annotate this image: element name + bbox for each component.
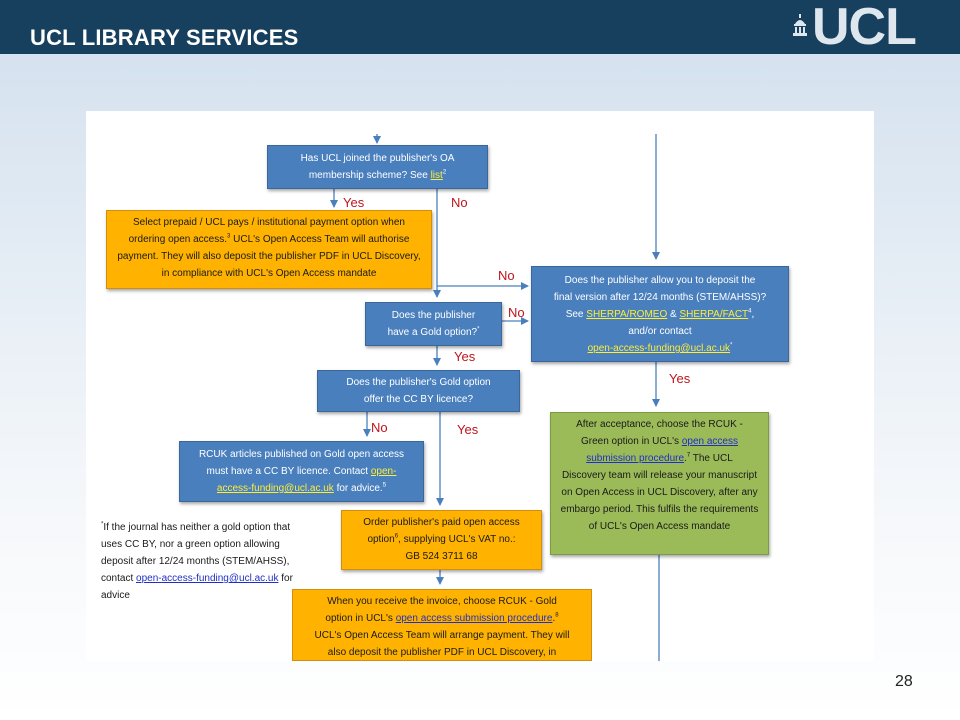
gold-line2: have a Gold option?*	[366, 324, 501, 341]
membership-line2-text: membership scheme? See	[308, 170, 431, 181]
ccby-line1: Does the publisher's Gold option	[346, 377, 491, 388]
prepaid-option-box: Select prepaid / UCL pays / institutiona…	[106, 210, 432, 289]
label-no-deposit-line: No	[498, 268, 515, 283]
deposit-line5: open-access-funding@ucl.ac.uk*	[532, 340, 788, 357]
rcuk-line2: must have a CC BY licence. Contact open-	[180, 463, 423, 480]
gold-option-question-box: Does the publisher have a Gold option?*	[365, 302, 502, 346]
label-yes-membership: Yes	[343, 195, 365, 210]
green-line2-text: Green option in UCL's	[580, 436, 682, 447]
rcuk-note: 5	[382, 482, 387, 489]
footnote-email-link-b[interactable]: access-funding@ucl.ac.uk	[161, 573, 279, 584]
footnote-text: If the journal has neither a gold option…	[101, 522, 291, 584]
rcuk-line3-text: for advice.	[333, 483, 383, 494]
rcuk-ccby-box: RCUK articles published on Gold open acc…	[179, 441, 424, 502]
ucl-logo: UCL	[812, 0, 917, 56]
rcuk-email-link-b[interactable]: access-funding@ucl.ac.uk	[216, 483, 334, 494]
deposit-see: See	[565, 309, 587, 320]
label-no-gold: No	[508, 305, 525, 320]
deposit-line2: final version after 12/24 months (STEM/A…	[553, 292, 767, 303]
invoice-note: 8	[555, 612, 559, 619]
deposit-email-link[interactable]: open-access-funding@ucl.ac.uk	[587, 343, 731, 354]
sherpa-fact-link[interactable]: SHERPA/FACT	[679, 309, 749, 320]
footnote: *If the journal has neither a gold optio…	[101, 519, 301, 604]
footnote-email-link-a[interactable]: open-	[136, 573, 162, 584]
rcuk-line1: RCUK articles published on Gold open acc…	[198, 449, 405, 460]
deposit-line4: and/or contact	[628, 326, 692, 337]
order-line1: Order publisher's paid open access	[363, 517, 520, 528]
gold-line2-text: have a Gold option?	[387, 327, 478, 338]
invoice-procedure-link[interactable]: open access submission procedure	[395, 613, 553, 624]
green-line2: Green option in UCL's open access	[559, 433, 760, 450]
order-line2-pre: option	[367, 534, 395, 545]
membership-question-box: Has UCL joined the publisher's OA member…	[267, 145, 488, 189]
green-rest: Discovery team will release your manuscr…	[560, 470, 759, 532]
header-bar: UCL LIBRARY SERVICES UCL	[0, 0, 960, 56]
membership-line2: membership scheme? See list2	[268, 167, 487, 184]
label-no-membership: No	[451, 195, 468, 210]
deposit-question-box: Does the publisher allow you to deposit …	[531, 266, 789, 362]
prepaid-note: 3	[227, 233, 231, 240]
invoice-line1: When you receive the invoice, choose RCU…	[327, 596, 557, 607]
rcuk-email-link-a[interactable]: open-	[370, 466, 397, 477]
green-option-box: After acceptance, choose the RCUK - Gree…	[550, 412, 769, 555]
sherpa-romeo-link[interactable]: SHERPA/ROMEO	[586, 309, 668, 320]
order-line2: option6, supplying UCL's VAT no.:	[342, 531, 541, 548]
deposit-line1: Does the publisher allow you to deposit …	[564, 275, 756, 286]
header-title: UCL LIBRARY SERVICES	[30, 25, 299, 50]
invoice-line2-text: option in UCL's	[325, 613, 396, 624]
invoice-line4: also deposit the publisher PDF in UCL Di…	[327, 647, 557, 658]
label-no-ccby: No	[371, 420, 388, 435]
page-number: 28	[895, 673, 913, 690]
order-paid-option-box: Order publisher's paid open access optio…	[341, 510, 542, 570]
invoice-line2: option in UCL's open access submission p…	[293, 610, 591, 627]
green-procedure-link-b[interactable]: submission procedure	[586, 453, 685, 464]
invoice-box: When you receive the invoice, choose RCU…	[292, 589, 592, 661]
invoice-dot: .	[552, 613, 556, 624]
label-yes-gold: Yes	[454, 349, 476, 364]
prepaid-text: Select prepaid / UCL pays / institutiona…	[128, 217, 405, 245]
green-line3-text: The UCL	[690, 453, 733, 464]
ccby-line2: offer the CC BY licence?	[363, 394, 474, 405]
green-dot: .	[684, 453, 687, 464]
gold-line1: Does the publisher	[391, 310, 476, 321]
order-line2-post: , supplying UCL's VAT no.:	[398, 534, 516, 545]
label-yes-deposit: Yes	[669, 371, 691, 386]
label-yes-ccby: Yes	[457, 422, 479, 437]
green-procedure-link-a[interactable]: open access	[681, 436, 738, 447]
deposit-comma: ,	[751, 309, 755, 320]
ucl-portico-icon	[793, 14, 807, 36]
order-vat: GB 524 3711 68	[405, 551, 478, 562]
green-note: 7	[686, 452, 691, 459]
green-line3: submission procedure.7 The UCL	[559, 450, 760, 467]
invoice-line3: UCL's Open Access Team will arrange paym…	[314, 630, 570, 641]
deposit-note2: *	[730, 342, 733, 349]
gold-note: *	[477, 326, 480, 333]
deposit-amp: &	[667, 309, 680, 320]
ccby-question-box: Does the publisher's Gold option offer t…	[317, 370, 520, 412]
order-note: 6	[394, 533, 399, 540]
green-line1: After acceptance, choose the RCUK -	[576, 419, 743, 430]
deposit-line3: See SHERPA/ROMEO & SHERPA/FACT4,	[532, 306, 788, 323]
rcuk-line2-text: must have a CC BY licence. Contact	[206, 466, 371, 477]
deposit-note: 4	[748, 308, 752, 315]
footnote-marker: *	[101, 521, 104, 528]
membership-list-link[interactable]: list	[430, 170, 443, 181]
footnote-tail: for advice	[101, 573, 293, 601]
rcuk-line3: access-funding@ucl.ac.uk for advice.5	[180, 480, 423, 497]
prepaid-text2: UCL's Open Access Team will authorise pa…	[117, 234, 421, 279]
membership-note: 2	[442, 169, 447, 176]
membership-line1: Has UCL joined the publisher's OA	[300, 153, 455, 164]
